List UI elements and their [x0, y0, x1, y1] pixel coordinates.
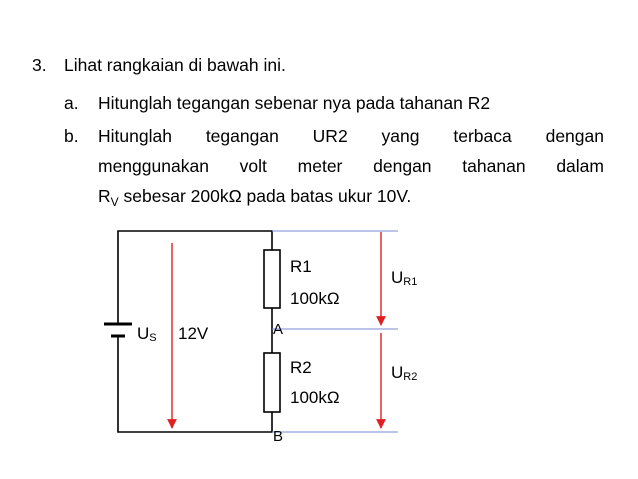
word: terbaca — [453, 126, 512, 146]
ur1-subscript: R1 — [403, 276, 417, 288]
r2-label: R2 — [290, 358, 312, 377]
battery-symbol — [104, 322, 132, 338]
word: menggunakan — [98, 156, 209, 176]
node-b-label: B — [273, 428, 283, 445]
word: tahanan — [462, 156, 526, 176]
word: dengan — [545, 126, 604, 146]
source-voltage-value: 12V — [178, 324, 209, 343]
resistor-r2 — [263, 352, 281, 413]
word: volt — [239, 156, 267, 176]
word: UR2 — [312, 126, 348, 146]
source-voltage-label: US — [137, 324, 157, 344]
r1-value: 100kΩ — [290, 289, 340, 308]
word: meter — [297, 156, 343, 176]
item-b-line-1: Hitunglah tegangan UR2 yang terbaca deng… — [98, 125, 604, 147]
ur2-label: UR2 — [391, 363, 417, 383]
question-number: 3. — [32, 55, 47, 75]
ur2-subscript: R2 — [403, 371, 417, 383]
left-bottom-wire — [117, 337, 273, 433]
item-b-line-2: menggunakan volt meter dengan tahanan da… — [98, 155, 604, 177]
question-prompt: Lihat rangkaian di bawah ini. — [64, 55, 286, 75]
source-voltage-subscript: S — [149, 332, 156, 344]
item-a-label: a. — [64, 93, 79, 113]
item-a-text: Hitunglah tegangan sebenar nya pada taha… — [98, 93, 491, 113]
source-voltage-symbol: U — [137, 324, 149, 343]
node-a-label: A — [273, 321, 283, 338]
word: tegangan — [205, 126, 279, 146]
left-top-wire — [117, 230, 273, 323]
item-b-label: b. — [64, 126, 79, 146]
word: Hitunglah — [98, 126, 172, 146]
r1-label: R1 — [290, 257, 312, 276]
ur1-symbol: U — [391, 268, 403, 287]
rv-symbol: R — [98, 186, 111, 206]
r2-value: 100kΩ — [290, 388, 340, 407]
word: yang — [381, 126, 420, 146]
rv-subscript: V — [110, 195, 119, 209]
ur2-symbol: U — [391, 363, 403, 382]
item-b-line-3: RV sebesar 200kΩ pada batas ukur 10V. — [98, 185, 411, 209]
ur1-label: UR1 — [391, 268, 417, 288]
item-b-line-3-text: sebesar 200kΩ pada batas ukur 10V. — [118, 186, 412, 206]
guide-lines — [272, 230, 398, 433]
word: dalam — [556, 156, 604, 176]
word: dengan — [373, 156, 432, 176]
circuit-wires — [117, 230, 273, 433]
resistor-r1 — [263, 249, 281, 309]
